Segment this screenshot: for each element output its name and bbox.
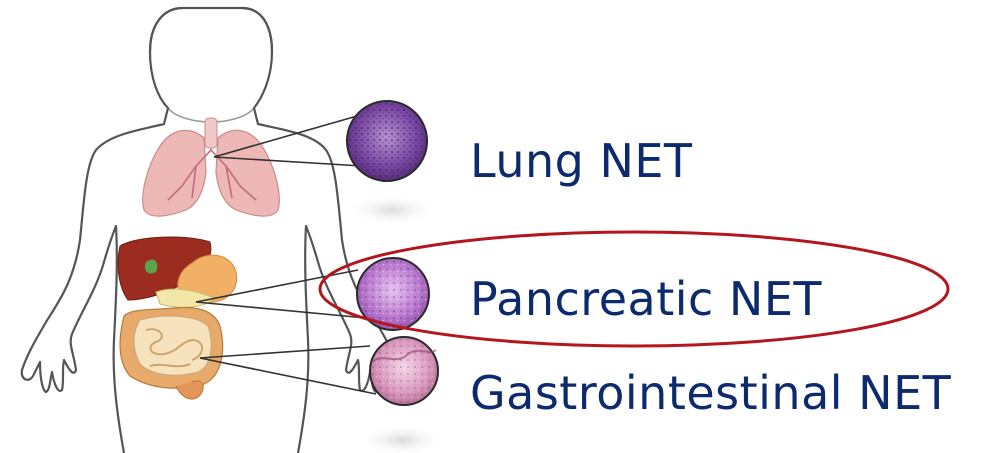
gi-tissue-sample bbox=[370, 337, 438, 405]
lung-net-label: Lung NET bbox=[470, 138, 693, 184]
lung-tissue-sample bbox=[347, 101, 427, 181]
intestines bbox=[120, 308, 223, 400]
body-outline bbox=[22, 8, 401, 453]
gastrointestinal-net-label: Gastrointestinal NET bbox=[470, 370, 951, 416]
lungs bbox=[143, 118, 279, 216]
pancreatic-net-label: Pancreatic NET bbox=[470, 276, 822, 322]
